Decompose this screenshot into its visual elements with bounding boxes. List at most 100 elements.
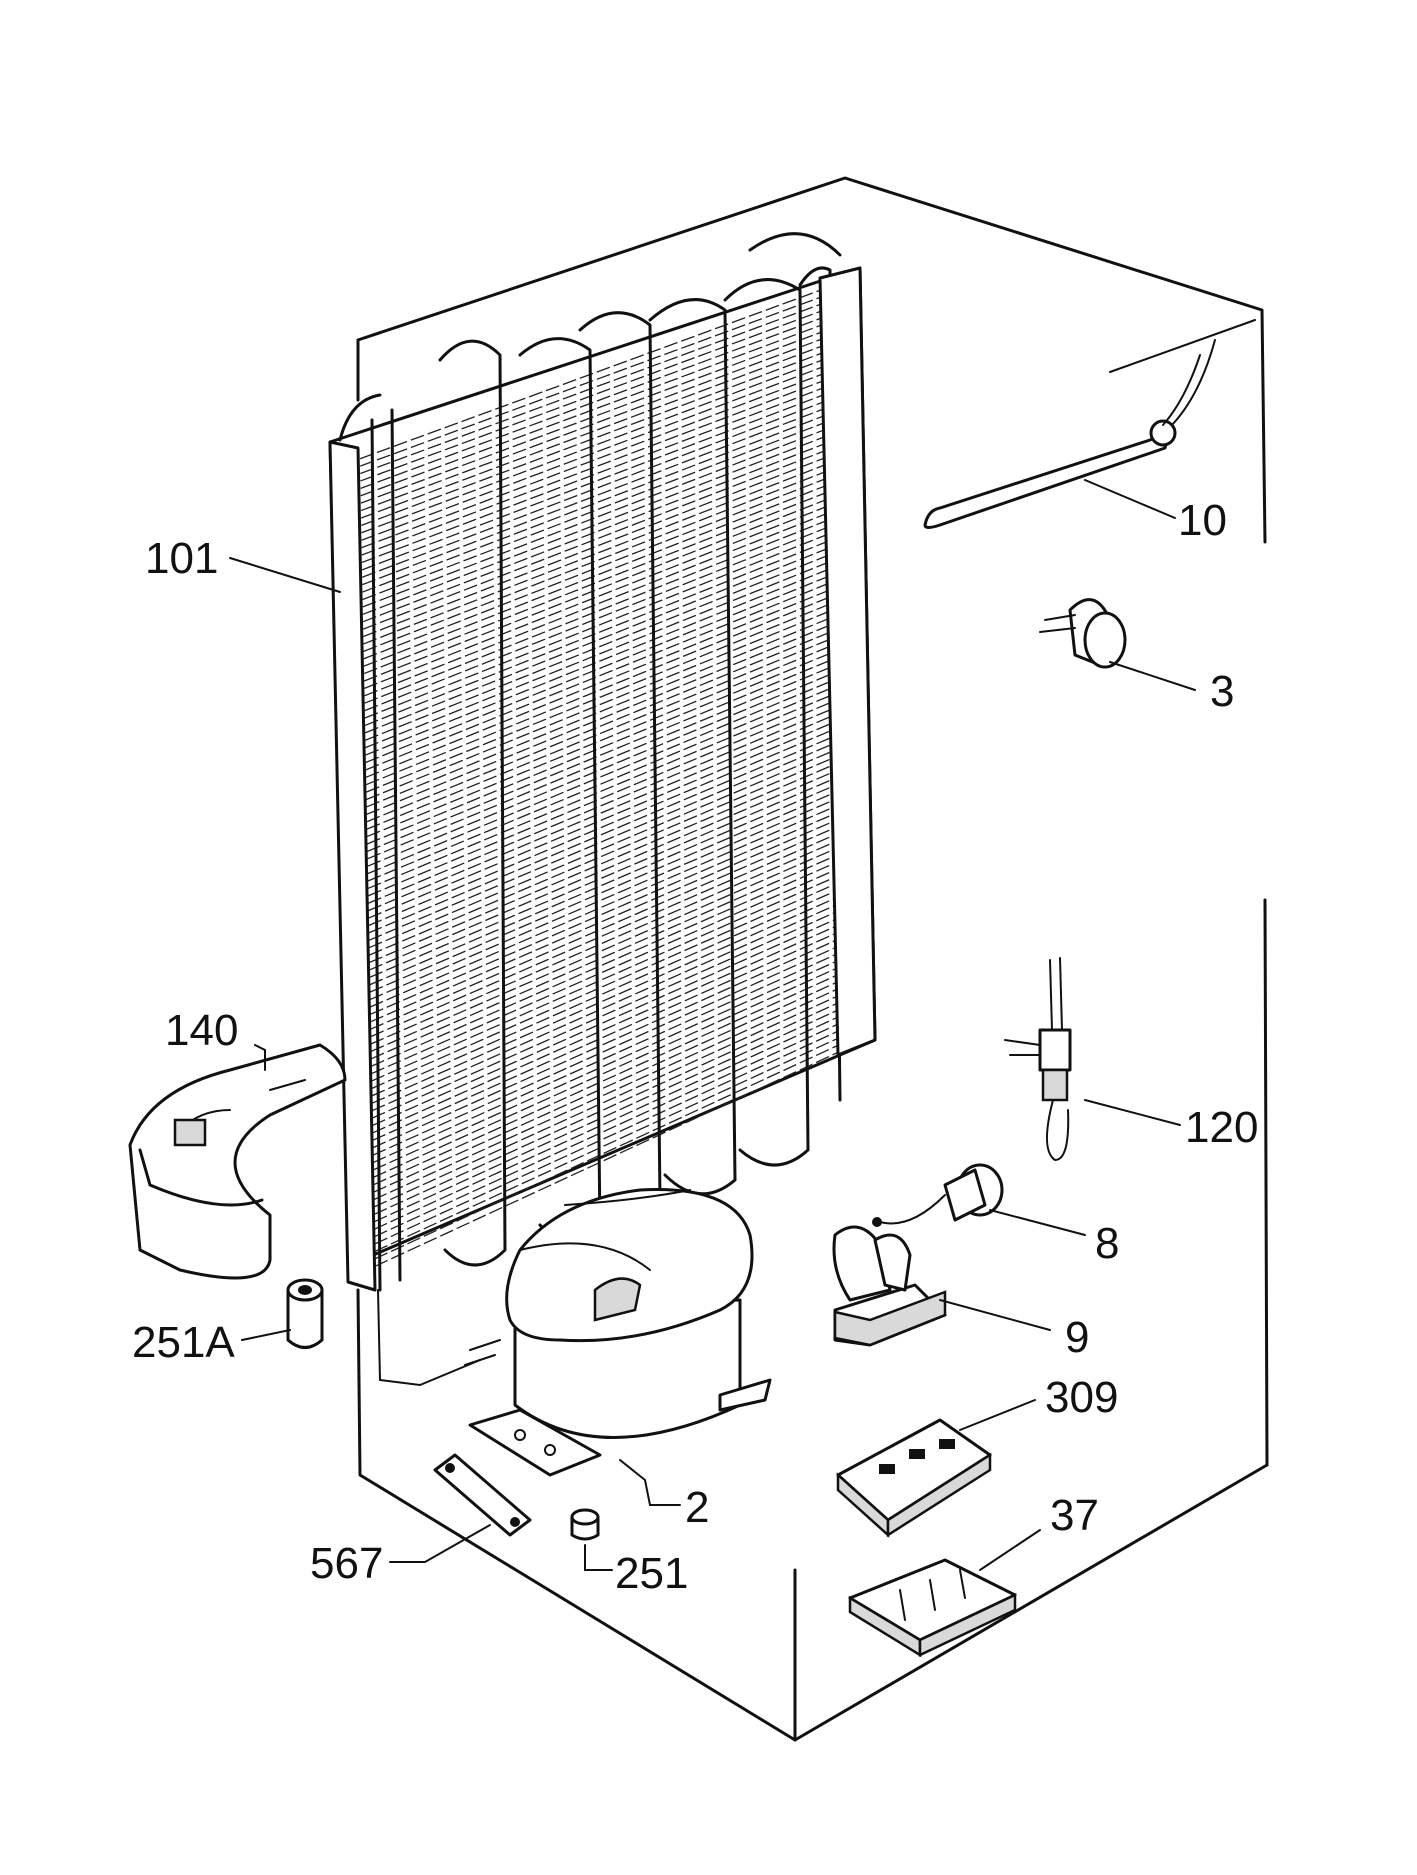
condenser-fin [367,665,833,860]
condenser-fin [373,994,840,1208]
condenser-fin [362,427,829,608]
part-309-cover [836,1418,992,1538]
condenser-fin [362,399,828,578]
leader-140 [254,1044,266,1071]
condenser-fin [371,910,838,1119]
condenser-fin [366,630,832,823]
condenser-fin [367,693,834,890]
condenser-fin [369,791,836,993]
leader-2 [619,1459,681,1506]
condenser-fin [363,483,830,667]
part-label-120: 120 [1185,1103,1258,1152]
condenser-fin [361,392,828,571]
condenser-fin [366,616,832,808]
leader-251 [584,1544,613,1571]
condenser-fin [372,959,839,1171]
condenser-fin [359,287,826,460]
condenser-fin [364,532,831,719]
condenser-fin [360,343,827,519]
condenser-fin [368,728,834,927]
condenser-fin [362,406,828,586]
condenser-fin [370,819,836,1023]
leader-9 [939,1299,1051,1331]
condenser-fin [372,938,839,1149]
condenser-fin [371,896,838,1104]
condenser-fin [367,686,834,882]
condenser-fin [370,847,837,1053]
condenser-fin [365,581,832,771]
condenser-fin [360,329,827,504]
condenser-fin [370,861,837,1067]
condenser-fin [363,455,829,638]
condenser-fin [369,763,835,964]
condenser-fin [372,924,838,1134]
condenser-fin [374,1022,840,1238]
condenser-fin [368,714,834,912]
condenser-fin [374,1029,840,1245]
condenser-fin [364,511,830,697]
condenser-fin [364,546,831,734]
condenser-fin [360,322,826,497]
condenser-fin [363,490,830,675]
condenser-fin [369,784,836,986]
condenser-fin [366,651,833,845]
condenser-fin [370,826,836,1030]
condenser-fin [367,672,833,867]
condenser-fin [362,448,829,630]
condenser-fin [372,945,839,1156]
condenser-fin [366,623,832,815]
leader-120 [1084,1099,1181,1126]
condenser-fin [368,735,835,934]
condenser-fin [366,644,833,838]
part-120-sensor [1004,957,1072,1162]
part-label-567: 567 [310,1539,383,1588]
condenser-fin [370,833,836,1038]
leader-251a [241,1329,291,1341]
part-label-2: 2 [685,1483,709,1532]
condenser-fin [369,805,836,1008]
part-2-compressor [464,1188,772,1477]
condenser-fin [369,770,835,971]
condenser-fin [361,371,827,549]
part-37-terminal-box [848,1558,1017,1658]
part-label-10: 10 [1178,496,1227,545]
part-140-drip-tray [128,1043,347,1280]
cabinet-outline [356,176,1269,1742]
part-label-9: 9 [1065,1313,1089,1362]
part-10-rod [923,319,1256,529]
leader-567 [389,1524,491,1563]
leader-10 [1084,479,1176,519]
condenser-fin [362,441,829,623]
condenser-fin [365,595,832,786]
leader-37 [979,1529,1041,1571]
condenser-fin [365,588,832,778]
condenser-fin [368,721,834,919]
condenser-fin [374,1036,840,1253]
condenser-fin [373,1001,840,1216]
part-label-309: 309 [1045,1373,1118,1422]
condenser-fin [360,308,826,482]
condenser-fin [371,868,837,1075]
condenser-fin [360,301,826,475]
condenser-fin [374,1043,841,1260]
part-567-bracket [433,1453,532,1537]
condenser-fin [365,602,832,793]
condenser-fin [363,469,829,652]
condenser-fin [372,952,839,1164]
condenser-fin [360,315,826,489]
condenser-fin [369,777,835,978]
part-label-101: 101 [145,534,218,583]
leader-8 [989,1209,1086,1236]
condenser-101 [328,232,877,1387]
condenser-fin [373,980,839,1193]
condenser-fin [364,504,830,689]
condenser-fin [362,413,828,593]
condenser-fin [368,756,835,956]
condenser-fin [365,574,831,764]
part-9-relay [832,1225,947,1347]
part-label-251a: 251A [132,1318,235,1367]
condenser-fin [367,700,834,897]
leader-3 [1109,661,1196,691]
condenser-fin [361,385,828,564]
condenser-fin [363,497,830,682]
